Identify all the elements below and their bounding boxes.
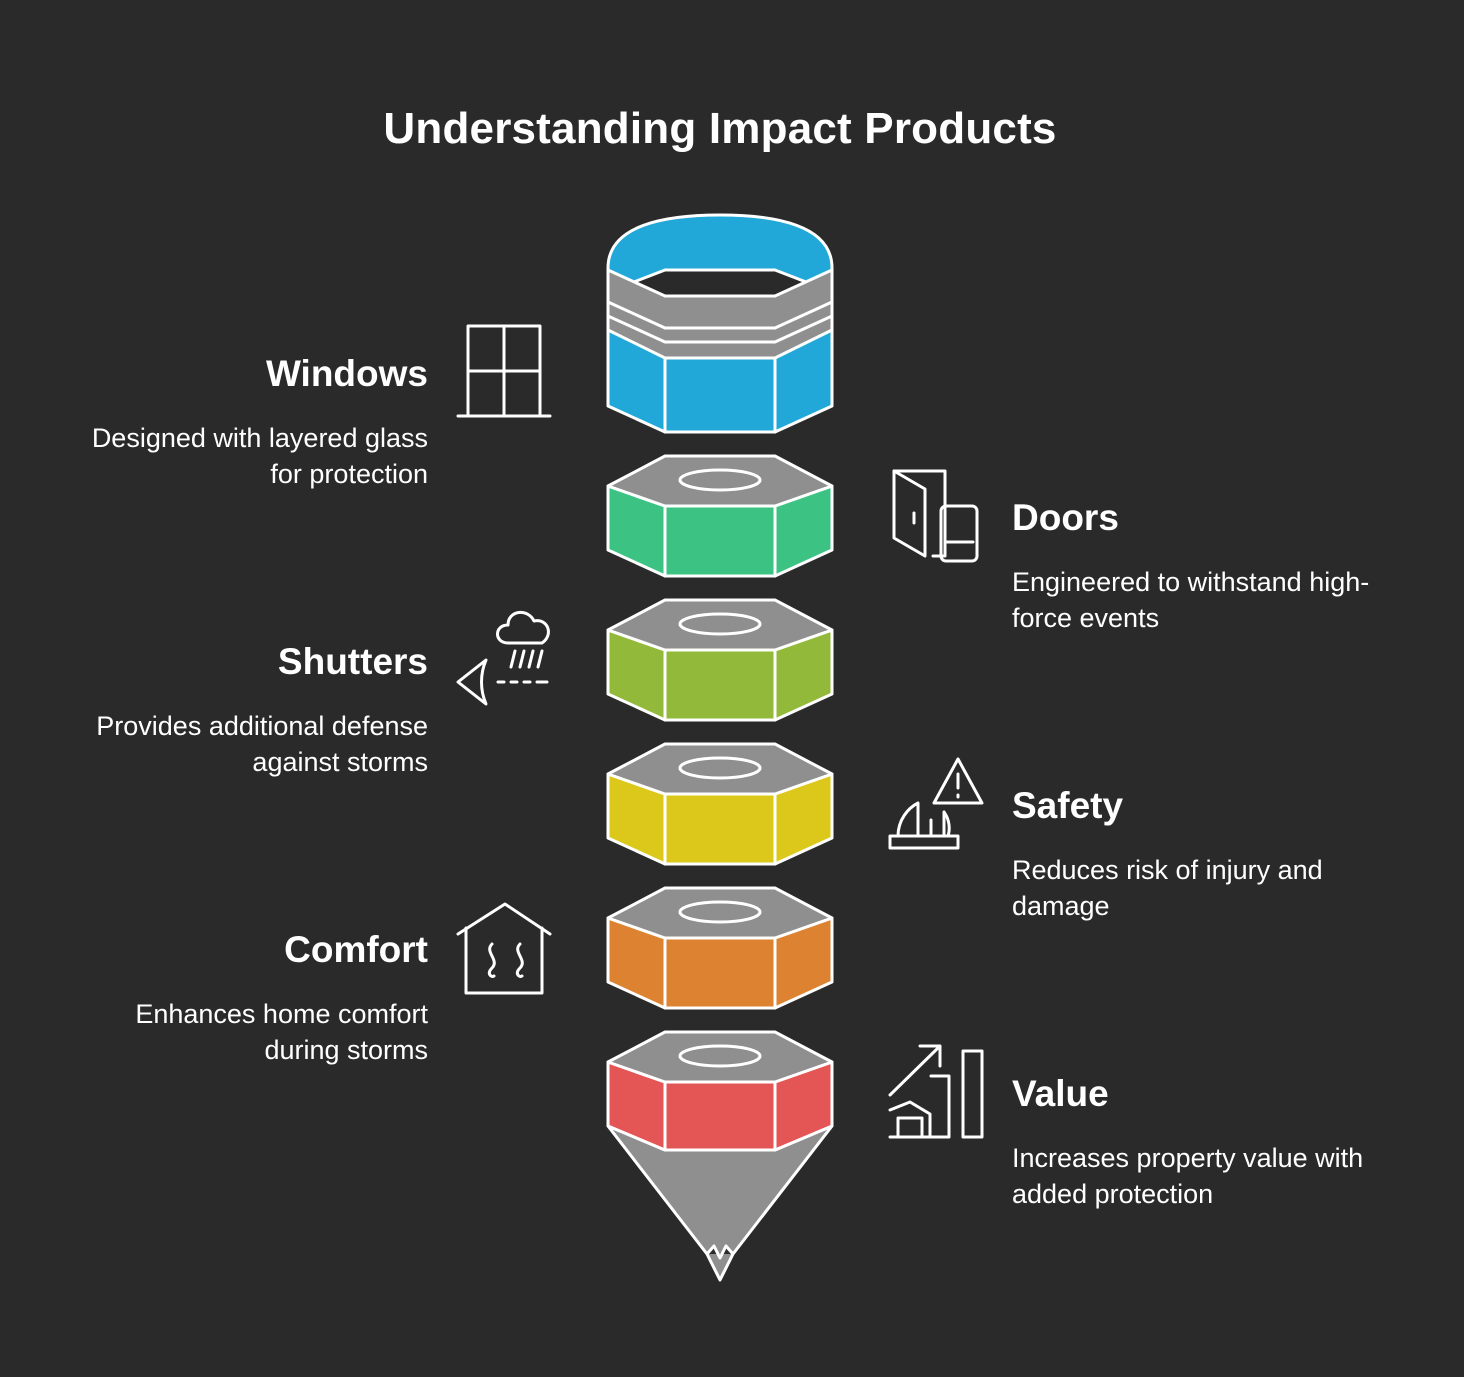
- home-heat-icon: [456, 902, 552, 995]
- label-shutters: Shutters: [277, 641, 428, 682]
- storm-shutter-icon: [456, 611, 550, 706]
- description-line: Reduces risk of injury and: [1012, 855, 1323, 885]
- description-comfort: Enhances home comfort during storms: [20, 996, 428, 1068]
- pencil-cap-segment: [606, 213, 834, 434]
- door-phone-icon: [892, 469, 979, 563]
- description-line: added protection: [1012, 1179, 1214, 1209]
- pencil-segment-shutters: [606, 598, 834, 722]
- description-doors: Engineered to withstand high- force even…: [1012, 564, 1452, 636]
- description-line: damage: [1012, 891, 1110, 921]
- label-safety: Safety: [1012, 785, 1124, 826]
- description-line: Increases property value with: [1012, 1143, 1364, 1173]
- label-comfort: Comfort: [284, 929, 428, 970]
- description-shutters: Provides additional defense against stor…: [20, 708, 428, 780]
- label-value: Value: [1012, 1073, 1109, 1114]
- description-line: against storms: [252, 747, 428, 777]
- description-line: Provides additional defense: [96, 711, 428, 741]
- page-title: Understanding Impact Products: [383, 104, 1057, 153]
- pencil-segment-comfort: [606, 886, 834, 1010]
- description-line: Engineered to withstand high-: [1012, 567, 1370, 597]
- description-windows: Designed with layered glass for protecti…: [20, 420, 428, 492]
- description-line: force events: [1012, 603, 1160, 633]
- description-safety: Reduces risk of injury and damage: [1012, 852, 1452, 924]
- description-line: Enhances home comfort: [135, 999, 428, 1029]
- description-line: during storms: [264, 1035, 428, 1065]
- pencil-segment-safety: [606, 742, 834, 866]
- window-icon: [456, 324, 552, 418]
- warning-safety-icon: [888, 757, 984, 850]
- description-value: Increases property value with added prot…: [1012, 1140, 1452, 1212]
- value-growth-icon: [888, 1044, 984, 1139]
- label-windows: Windows: [265, 353, 428, 394]
- label-doors: Doors: [1012, 497, 1119, 538]
- description-line: Designed with layered glass: [91, 423, 428, 453]
- pencil-segment-doors: [606, 454, 834, 578]
- pencil-segment-value: [606, 1030, 834, 1282]
- description-line: for protection: [270, 459, 428, 489]
